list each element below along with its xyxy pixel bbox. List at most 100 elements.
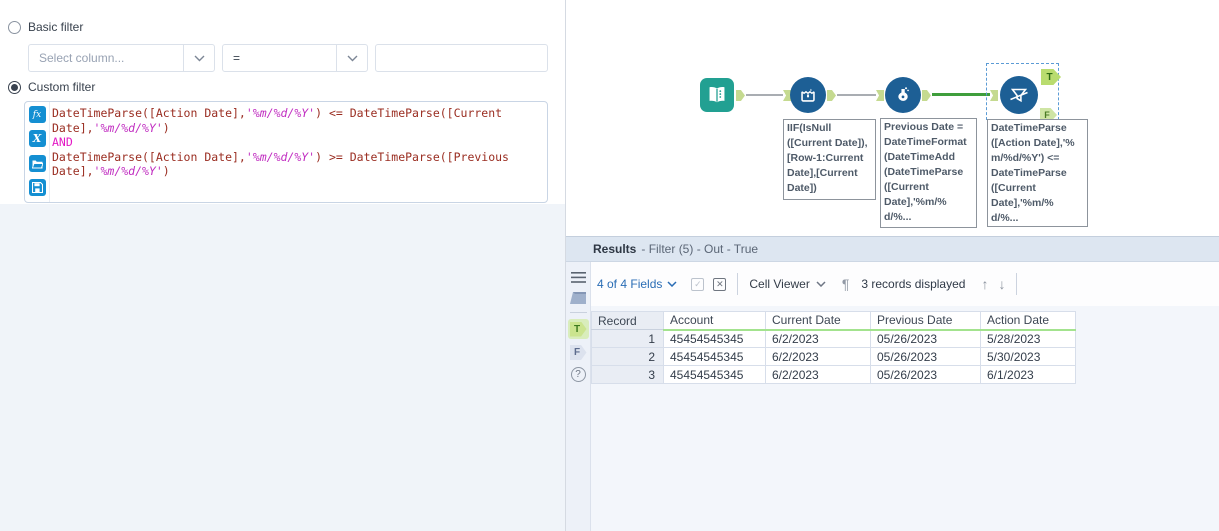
cell[interactable]: 6/1/2023 [981,366,1076,384]
metadata-view-icon[interactable] [569,291,587,305]
expression-line: Date],'%m/%d/%Y') [52,164,543,179]
open-folder-icon [32,159,43,169]
false-output-view-button[interactable]: F [570,345,587,360]
cell[interactable]: 05/26/2023 [871,348,981,366]
column-dropdown-placeholder: Select column... [39,51,124,65]
custom-filter-radio[interactable] [8,81,21,94]
column-header[interactable]: Account [664,312,766,330]
select-fields-checkbox-icon[interactable]: ✓ [691,278,704,291]
table-row[interactable]: 1454545453456/2/202305/26/20235/28/2023 [592,330,1076,348]
results-toolbar: 4 of 4 Fields ✓ ✕ Cell Viewer ¶ 3 record… [591,262,1219,306]
table-row[interactable]: 2454545453456/2/202305/26/20235/30/2023 [592,348,1076,366]
custom-filter-label: Custom filter [28,80,95,94]
cell[interactable]: 6/2/2023 [766,330,871,348]
expression-text[interactable]: DateTimeParse([Action Date],'%m/%d/%Y') … [52,106,543,179]
formula-tool[interactable] [885,77,921,113]
strip-divider [570,312,587,313]
expression-line: Date],'%m/%d/%Y') [52,121,543,136]
cell[interactable]: 5/30/2023 [981,348,1076,366]
input-data-tool[interactable] [700,78,734,112]
column-header[interactable]: Current Date [766,312,871,330]
multi-row-formula-icon [797,84,819,106]
column-header[interactable]: Action Date [981,312,1076,330]
basic-filter-radio[interactable] [8,21,21,34]
expression-line: AND [52,135,543,150]
chevron-down-icon[interactable] [336,45,367,71]
records-displayed-label: 3 records displayed [861,277,965,291]
expression-line: DateTimeParse([Action Date],'%m/%d/%Y') … [52,106,543,121]
cell[interactable]: 45454545345 [664,366,766,384]
toolbar-separator [1016,273,1017,295]
basic-filter-label: Basic filter [28,20,83,34]
help-icon[interactable]: ? [571,367,586,382]
output-anchor[interactable] [736,90,745,101]
cell-viewer-dropdown[interactable]: Cell Viewer [749,277,825,291]
save-expression-button[interactable] [29,179,46,196]
row-number-cell[interactable]: 1 [592,330,664,348]
x-variable-icon: X [33,132,42,145]
basic-filter-option[interactable]: Basic filter [8,20,83,34]
variables-button[interactable]: X [29,130,46,147]
expression-editor-toolbar: fx X [25,102,50,202]
expression-editor[interactable]: fx X DateTimeParse([Action Date],'%m/%d/… [24,101,548,203]
cell[interactable]: 05/26/2023 [871,366,981,384]
results-main-area: 4 of 4 Fields ✓ ✕ Cell Viewer ¶ 3 record… [591,262,1219,531]
open-expression-button[interactable] [29,155,46,172]
book-icon [706,85,728,105]
cell[interactable]: 6/2/2023 [766,366,871,384]
chevron-down-icon[interactable] [183,45,214,71]
connection-line [837,94,876,96]
connection-line [746,94,783,96]
custom-filter-option[interactable]: Custom filter [8,80,95,94]
results-header: Results - Filter (5) - Out - True [566,236,1219,262]
pilcrow-icon[interactable]: ¶ [842,276,850,292]
results-title: Results [593,242,636,256]
expression-line: DateTimeParse([Action Date],'%m/%d/%Y') … [52,150,543,165]
column-header[interactable]: Previous Date [871,312,981,330]
true-output-view-button[interactable]: T [568,319,589,339]
arrow-down-icon[interactable]: ↓ [998,276,1005,292]
arrow-up-icon[interactable]: ↑ [981,276,988,292]
output-anchor[interactable] [827,90,836,101]
row-number-cell[interactable]: 3 [592,366,664,384]
clear-selection-icon[interactable]: ✕ [713,278,726,291]
filter-icon [1007,83,1031,107]
operator-dropdown-value: = [233,51,240,65]
filter-configuration-panel: Basic filter Select column... = Custom f… [0,0,565,531]
data-grid: RecordAccountCurrent DatePrevious DateAc… [591,311,1076,384]
save-icon [32,182,43,193]
operator-dropdown[interactable]: = [222,44,368,72]
chevron-down-icon [816,281,826,287]
results-panel: Results - Filter (5) - Out - True T F ? [566,236,1219,531]
workflow-canvas[interactable]: T F IIF(IsNull ([Current Date]), [Row-1:… [566,0,1219,236]
fields-dropdown[interactable]: 4 of 4 Fields [597,277,677,291]
toolbar-separator [737,273,738,295]
connection-line-active [932,93,990,96]
output-anchor[interactable] [922,90,931,101]
filter-value-input[interactable] [375,44,548,72]
list-view-icon[interactable] [571,272,586,283]
functions-button[interactable]: fx [29,106,46,123]
tool-annotation[interactable]: IIF(IsNull ([Current Date]), [Row-1:Curr… [783,119,876,200]
row-number-cell[interactable]: 2 [592,348,664,366]
input-anchor[interactable] [876,90,884,101]
results-side-strip: T F ? [566,262,591,531]
cell[interactable]: 05/26/2023 [871,330,981,348]
cell[interactable]: 6/2/2023 [766,348,871,366]
tool-annotation[interactable]: DateTimeParse ([Action Date],'% m/%d/%Y'… [987,119,1088,227]
column-dropdown[interactable]: Select column... [28,44,215,72]
config-panel-background [0,204,565,531]
fields-dropdown-label: 4 of 4 Fields [597,277,662,291]
fx-icon: fx [33,110,41,120]
multi-row-formula-tool[interactable] [790,77,826,113]
table-row[interactable]: 3454545453456/2/202305/26/20236/1/2023 [592,366,1076,384]
cell[interactable]: 45454545345 [664,330,766,348]
cell-viewer-label: Cell Viewer [749,277,809,291]
cell[interactable]: 5/28/2023 [981,330,1076,348]
column-header[interactable]: Record [592,312,664,330]
cell[interactable]: 45454545345 [664,348,766,366]
filter-tool-selected[interactable] [1000,76,1038,114]
results-subtitle: - Filter (5) - Out - True [641,242,758,256]
tool-annotation[interactable]: Previous Date = DateTimeFormat (DateTime… [880,118,977,228]
